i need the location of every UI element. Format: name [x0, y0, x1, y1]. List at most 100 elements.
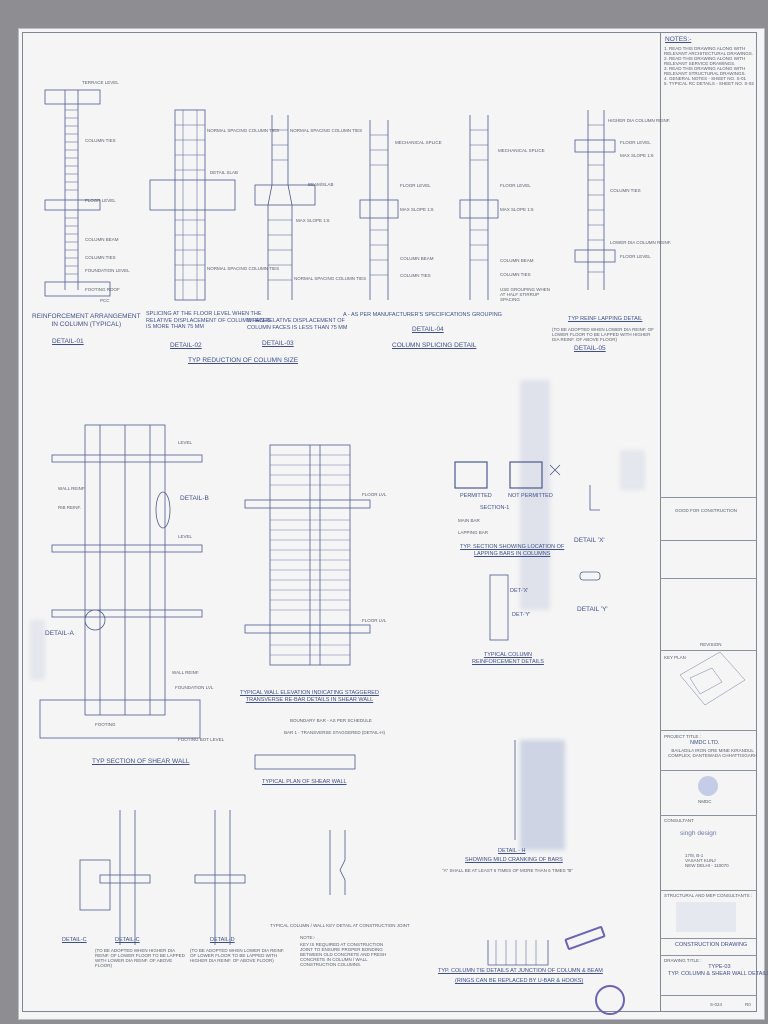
- revision-label: REVISION: [700, 642, 722, 647]
- structural-consultant-logo: [676, 902, 736, 932]
- title-block: [660, 32, 757, 1012]
- shear-wall-label: WALL REINF.: [172, 670, 200, 675]
- detail-04b-label: USE GROUPING WHEN AT HALF STIRRUP SPACIN…: [500, 287, 551, 302]
- detail-01-label: FLOOR LEVEL: [85, 198, 116, 203]
- shear-wall-label: WALL REINF.: [58, 486, 86, 491]
- detail-04b-label: FLOOR LEVEL: [500, 183, 531, 188]
- detail-05-label: FLOOR LEVEL: [620, 140, 651, 145]
- detail-04b-label: COLUMN BEAM: [500, 258, 534, 263]
- legend-item: MAIN BAR: [458, 518, 480, 523]
- ink-smear: [30, 620, 45, 680]
- detail-05-caption: TYP REINF LAPPING DETAIL: [568, 316, 643, 322]
- shear-wall-label: FOOTING: [95, 722, 116, 727]
- note-item: 3. READ THIS DRAWING ALONG WITH RELEVANT…: [664, 66, 746, 76]
- tb-divider: [660, 497, 757, 498]
- plan-label: BAR 1 - TRANSVERSE STAGGERED (DETAIL-H): [284, 730, 386, 735]
- detail-01-label: COLUMN TIES: [85, 255, 116, 260]
- key-note-heading: NOTE:-: [300, 935, 316, 940]
- drawing-border: [22, 32, 757, 1012]
- detail-y-label: DETAIL 'Y': [577, 606, 608, 613]
- reduction-title: TYP REDUCTION OF COLUMN SIZE: [188, 357, 299, 364]
- section-1-label: SECTION-1: [480, 505, 510, 511]
- detail-02-caption: SPLICING AT THE FLOOR LEVEL WHEN THE REL…: [146, 311, 271, 330]
- detail-04-label: COLUMN BEAM: [400, 256, 434, 261]
- tb-divider: [660, 890, 757, 891]
- note-item: 2. READ THIS DRAWING ALONG WITH RELEVANT…: [664, 56, 746, 66]
- detail-c-note: (TO BE ADOPTED WHEN HIGHER DIA REINF. OF…: [95, 948, 185, 968]
- detail-h-note: "A" SHALL BE AT LEAST 6 TIMES OF MORE TH…: [442, 868, 574, 873]
- shear-wall-label: FOUNDATION LVL: [175, 685, 214, 690]
- detail-c2-label: DETAIL-C: [115, 937, 140, 943]
- detail-h-label: DETAIL - H: [498, 848, 526, 854]
- client-name: NMDC LTD.: [690, 740, 720, 746]
- shear-wall-label: RIB REINF.: [58, 505, 82, 510]
- client-logo-text: NMDC: [698, 799, 712, 804]
- elev-label: FLOOR LVL: [362, 492, 387, 497]
- detail-02-label: NORMAL SPACING COLUMN TIES: [207, 128, 280, 133]
- tb-divider: [660, 815, 757, 816]
- detail-01-label: PCC: [100, 298, 110, 303]
- sheet-number: S-024: [710, 1002, 723, 1007]
- column-ties-title: TYP. COLUMN TIE DETAILS AT JUNCTION OF C…: [438, 968, 603, 974]
- good-for-construction: GOOD FOR CONSTRUCTION: [675, 508, 737, 513]
- detail-05-label: COLUMN TIES: [610, 188, 641, 193]
- detail-01-tag: DETAIL-01: [52, 338, 84, 345]
- plan-title: TYPICAL PLAN OF SHEAR WALL: [262, 779, 347, 785]
- ink-smear: [620, 450, 645, 490]
- detail-a-label: DETAIL-A: [45, 630, 74, 637]
- key-plan-label: KEY PLAN: [664, 655, 686, 660]
- detail-01-label: TERRACE LEVEL: [82, 80, 119, 85]
- detail-01-label: COLUMN BEAM: [85, 237, 119, 242]
- detail-04-sub: COLUMN SPLICING DETAIL: [392, 342, 477, 349]
- tb-divider: [660, 995, 757, 996]
- detail-05-label: MAX SLOPE 1:6: [620, 153, 654, 158]
- detail-05-note: (TO BE ADOPTED WHEN LOWER DIA REINF. OF …: [552, 327, 654, 342]
- detail-04-label: MAX SLOPE 1:6: [400, 207, 434, 212]
- tb-divider: [660, 770, 757, 771]
- detail-03-label: MAX SLOPE 1:6: [296, 218, 330, 223]
- detail-04-caption: A - AS PER MANUFACTURER'S SPECIFICATIONS: [343, 312, 471, 318]
- note-item: 1. READ THIS DRAWING ALONG WITH RELEVANT…: [664, 46, 754, 56]
- detail-03-tag: DETAIL-03: [262, 340, 294, 347]
- wall-elevation-title: TYPICAL WALL ELEVATION INDICATING STAGGE…: [240, 690, 379, 703]
- column-ties-sub: (RINGS CAN BE REPLACED BY U-BAR & HOOKS): [455, 978, 584, 984]
- legend-item: LAPPING BAR: [458, 530, 489, 535]
- detail-02-label: DETAIL SLAB: [210, 170, 239, 175]
- detail-04b-label: MECHANICAL SPLICE: [498, 148, 545, 153]
- shear-wall-label: LEVEL: [178, 534, 193, 539]
- revision-number: R0: [745, 1002, 751, 1007]
- not-permitted-label: NOT PERMITTED: [508, 493, 553, 499]
- detail-01-label: FOOTING ROOF: [85, 287, 120, 292]
- shear-wall-label: FOOTING BOT LEVEL: [178, 737, 225, 742]
- detail-05-label: LOWER DIA COLUMN REINF.: [610, 240, 672, 245]
- tb-divider: [660, 730, 757, 731]
- client-logo-icon: [698, 776, 718, 796]
- ink-smear: [520, 380, 550, 610]
- detail-04b-label: MAX SLOPE 1:6: [500, 207, 534, 212]
- detail-03-caption: WHEN RELATIVE DISPLACEMENT OF COLUMN FAC…: [247, 318, 348, 331]
- detail-03-label: NORMAL SPACING COLUMN TIES: [294, 276, 367, 281]
- tb-divider: [660, 938, 757, 939]
- shear-wall-section-title: TYP SECTION OF SHEAR WALL: [92, 758, 190, 765]
- detail-h-title: SHOWING MILD CRANKING OF BARS: [465, 857, 563, 863]
- detail-d-note: (TO BE ADOPTED WHEN LOWER DIA REINF. OF …: [190, 948, 285, 963]
- detail-04-tag: DETAIL-04: [412, 326, 444, 333]
- detail-02-label: NORMAL SPACING COLUMN TIES: [207, 266, 280, 271]
- detail-c-label: DETAIL-C: [62, 937, 87, 943]
- key-note: KEY IS REQUIRED AT CONSTRUCTION JOINT TO…: [300, 942, 387, 967]
- detail-05-label: HIGHER DIA COLUMN REINF.: [608, 118, 671, 123]
- drawing-sheet: [18, 28, 765, 1020]
- notes-list: 1. READ THIS DRAWING ALONG WITH RELEVANT…: [664, 46, 756, 86]
- detail-b-label: DETAIL-B: [180, 495, 209, 502]
- consultant-label: CONSULTANT: [664, 818, 694, 823]
- note-item: 4. GENERAL NOTES - SHEET NO. S-01: [664, 76, 747, 81]
- ink-smear: [520, 740, 565, 850]
- notes-heading: NOTES:-: [665, 36, 692, 43]
- tb-divider: [660, 540, 757, 541]
- structural-label: STRUCTURAL AND MEP CONSULTANTS :: [664, 893, 753, 898]
- drawing-title: TYPE-03 TYP. COLUMN & SHEAR WALL DETAILS: [668, 964, 768, 977]
- detail-02-tag: DETAIL-02: [170, 342, 202, 349]
- det-y-label: DET-'Y': [512, 612, 531, 618]
- permitted-label: PERMITTED: [460, 493, 492, 499]
- detail-01-label: FOUNDATION LEVEL: [85, 268, 130, 273]
